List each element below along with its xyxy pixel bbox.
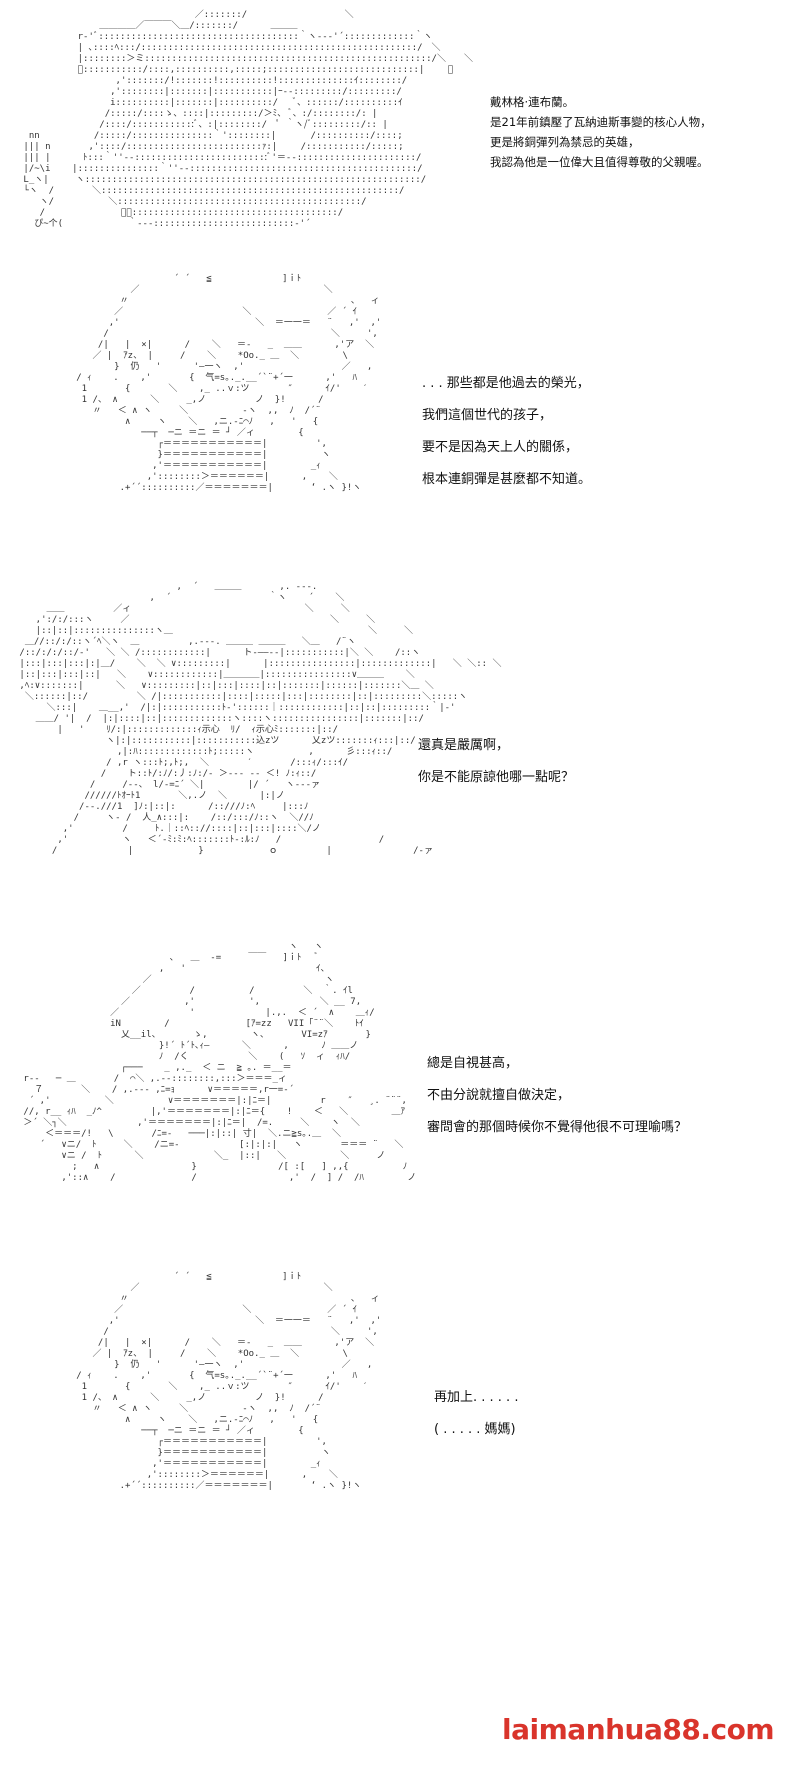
dialogue-line: 是21年前鎮壓了瓦納迪斯事變的核心人物， — [490, 115, 712, 129]
dialogue-1: 戴林格·連布蘭。 是21年前鎮壓了瓦納迪斯事變的核心人物， 更是將銅彈列為禁忌的… — [490, 92, 712, 172]
dialogue-line: ( . . . . . 媽媽) — [434, 1422, 516, 1437]
dialogue-line: 審問會的那個時候你不覺得他很不可理喻嗎？ — [427, 1120, 688, 1135]
ascii-art-figure-glasses: , ´ ＿＿＿ ,. ‐‐‐. , ´ ｀ヽ ´ ＼ ＿＿ ／ィ ＼ ＼ ,':… — [19, 582, 502, 856]
dialogue-line: 你是不能原諒他哪一點呢？ — [418, 770, 575, 785]
ascii-art-figure-smiling: ´ ´ ≦ ]ｉﾄ ／ ＼ 〃 、 ィ ／ ＼ ／ ´ ｲ ,' — [76, 274, 382, 493]
dialogue-line: . . . 那些都是他過去的榮光， — [422, 376, 590, 391]
panel-2: ´ ´ ≦ ]ｉﾄ ／ ＼ 〃 、 ィ ／ ＼ ／ ´ ｲ ,' — [0, 262, 800, 582]
dialogue-5: 再加上. . . . . . ( . . . . . 媽媽) — [434, 1382, 518, 1446]
dialogue-line: 更是將銅彈列為禁忌的英雄， — [490, 135, 640, 149]
dialogue-line: 要不是因為天上人的關係， — [422, 440, 579, 455]
ascii-art-figure-smiling-repeat: ´ ´ ≦ ]ｉﾄ ／ ＼ 〃 、 ィ ／ ＼ ／ ´ ｲ ,' — [76, 1272, 382, 1491]
dialogue-line: 不由分說就擅自做決定， — [427, 1088, 571, 1103]
panel-5: ´ ´ ≦ ]ｉﾄ ／ ＼ 〃 、 ィ ／ ＼ ／ ´ ｲ ,' — [0, 1260, 800, 1766]
dialogue-line: 總是自視甚高， — [427, 1056, 519, 1071]
dialogue-line: 還真是嚴厲啊， — [418, 738, 510, 753]
ascii-art-figure-angry: ヽ ヽ ､ ＿ ‐= ￣￣ ]ｉﾄ ﾞ , ' ｲ、 ／ ヽ ／ — [23, 942, 417, 1183]
dialogue-line: 根本連銅彈是甚麼都不知道。 — [422, 472, 592, 487]
dialogue-4: 總是自視甚高， 不由分說就擅自做決定， 審問會的那個時候你不覺得他很不可理喻嗎？ — [427, 1048, 687, 1144]
dialogue-3: 還真是嚴厲啊， 你是不能原諒他哪一點呢？ — [418, 730, 574, 794]
panel-1: ／:::::::/ ＼ ＿＿＿＿／￣￣￣＼＿/:::::::/ ＿＿＿ r‐'ﾞ… — [0, 0, 800, 262]
dialogue-line: 我們這個世代的孩子， — [422, 408, 553, 423]
dialogue-line: 再加上. . . . . . — [434, 1390, 519, 1405]
dialogue-2: . . . 那些都是他過去的榮光， 我們這個世代的孩子， 要不是因為天上人的關係… — [422, 368, 591, 496]
ascii-art-figure-left: ／:::::::/ ＼ ＿＿＿＿／￣￣￣＼＿/:::::::/ ＿＿＿ r‐'ﾞ… — [23, 10, 473, 229]
site-watermark: laimanhua88.com — [502, 1713, 774, 1746]
dialogue-line: 戴林格·連布蘭。 — [490, 95, 575, 109]
panel-4: ヽ ヽ ､ ＿ ‐= ￣￣ ]ｉﾄ ﾞ , ' ｲ、 ／ ヽ ／ — [0, 942, 800, 1260]
dialogue-line: 我認為他是一位偉大且值得尊敬的父親喔。 — [490, 155, 709, 169]
panel-3: , ´ ＿＿＿ ,. ‐‐‐. , ´ ｀ヽ ´ ＼ ＿＿ ／ィ ＼ ＼ ,':… — [0, 582, 800, 942]
